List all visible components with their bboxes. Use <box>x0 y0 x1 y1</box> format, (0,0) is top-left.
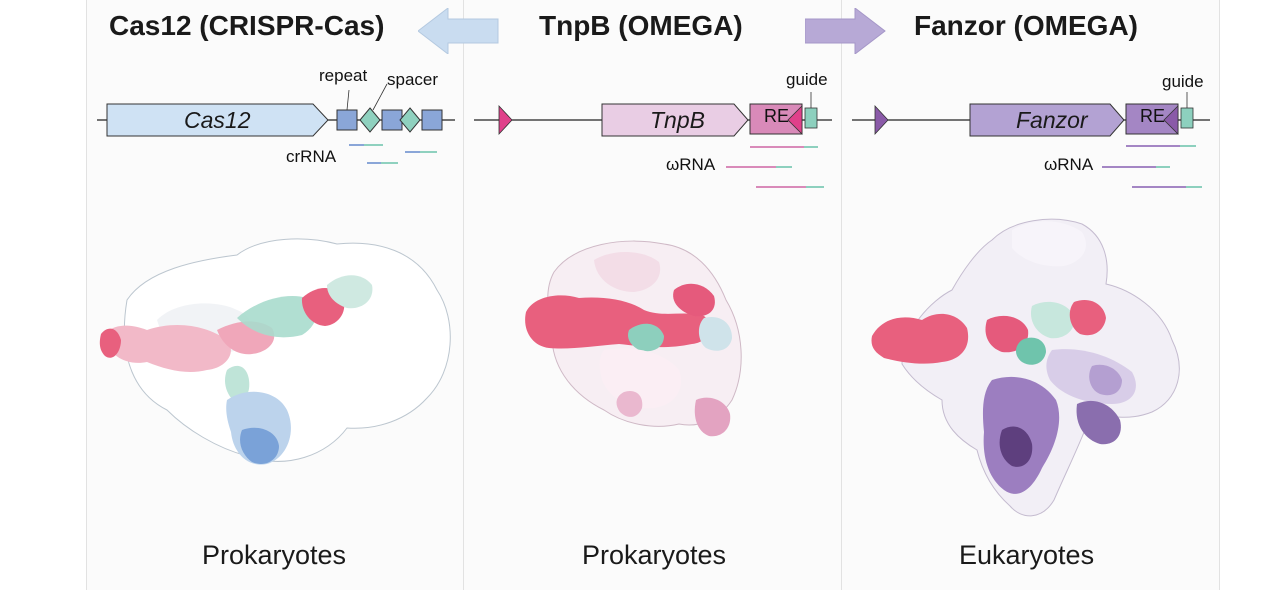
fanzor-locus-diagram <box>852 92 1210 517</box>
cas12-protein-structure <box>99 238 451 465</box>
guide-label: guide <box>786 70 828 89</box>
repeat-box <box>336 109 358 131</box>
organism-caption: Prokaryotes <box>582 540 727 570</box>
right-arrow-icon <box>805 8 886 54</box>
tnpb-gene-label: TnpB <box>650 107 705 133</box>
spacer-pointer <box>372 83 388 111</box>
tnpb-locus-diagram <box>474 92 832 437</box>
repeat-box <box>381 109 403 131</box>
guide-label: guide <box>1162 72 1204 91</box>
panel-fanzor: Fanzor (OMEGA) Fanzor RE g <box>841 0 1220 590</box>
re-label: RE <box>1140 106 1166 126</box>
fanzor-protein-structure <box>871 218 1180 517</box>
cas12-gene-arrow <box>106 103 329 137</box>
fanzor-gene-arrow <box>969 103 1125 137</box>
re-label: RE <box>764 106 790 126</box>
panel-tnpb: TnpB (OMEGA) TnpB RE guide ωRNA Prokar <box>463 0 842 590</box>
transposon-end-marker <box>498 104 513 136</box>
panel-title: TnpB (OMEGA) <box>539 10 743 41</box>
fanzor-gene-label: Fanzor <box>1016 107 1088 133</box>
panel-cas12: Cas12 (CRISPR-Cas) <box>86 0 465 590</box>
organism-caption: Prokaryotes <box>202 540 347 570</box>
repeat-box <box>421 109 443 131</box>
panel-title: Cas12 (CRISPR-Cas) <box>109 10 385 41</box>
spacer-diamond <box>359 107 381 133</box>
guide-box <box>1180 107 1194 129</box>
transposon-end-marker <box>787 105 803 135</box>
tnpb-protein-structure <box>525 240 742 437</box>
guide-box <box>804 107 818 129</box>
left-arrow-icon <box>418 8 499 54</box>
omega-rna-label: ωRNA <box>1044 155 1094 174</box>
organism-caption: Eukaryotes <box>959 540 1095 570</box>
omega-rna-label: ωRNA <box>666 155 716 174</box>
tnpb-gene-arrow <box>601 103 749 137</box>
cas12-locus-diagram <box>97 83 455 465</box>
crrna-label: crRNA <box>286 147 337 166</box>
cas12-gene-label: Cas12 <box>184 107 251 133</box>
transposon-end-marker <box>1163 105 1179 135</box>
repeat-label: repeat <box>319 66 368 85</box>
transposon-end-marker <box>874 104 889 136</box>
repeat-pointer <box>346 89 350 111</box>
spacer-diamond <box>399 107 421 133</box>
spacer-label: spacer <box>387 70 439 89</box>
panel-title: Fanzor (OMEGA) <box>914 10 1138 41</box>
